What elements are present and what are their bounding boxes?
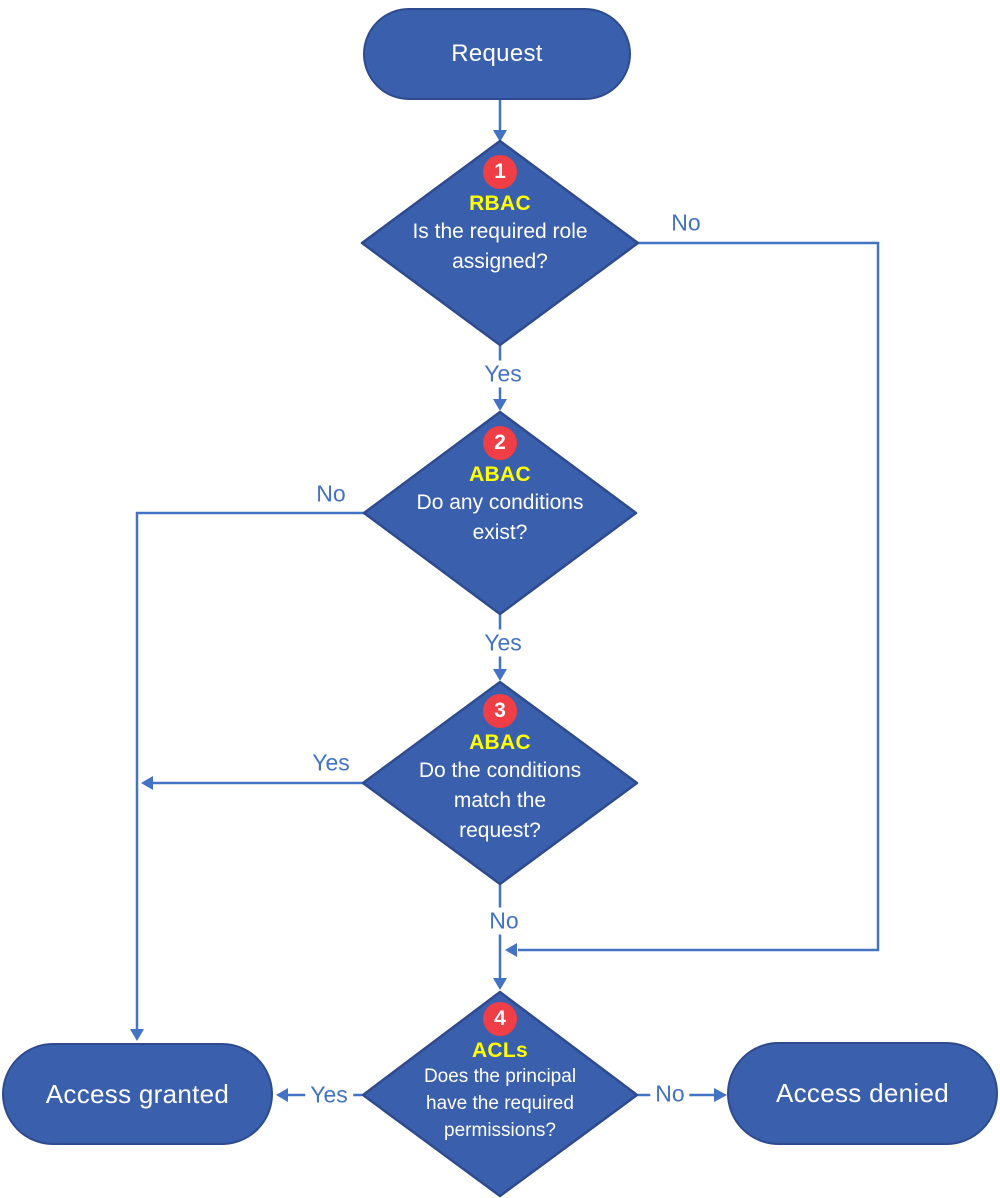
decision-1-question: Is the required role assigned?: [412, 220, 588, 273]
arrow-down-icon: [493, 978, 507, 990]
arrow-left-icon: [276, 1088, 288, 1102]
decision-2-content: 2 ABAC Do any conditions exist?: [360, 426, 640, 548]
step-number-badge: 3: [483, 694, 517, 728]
decision-3-diamond: [361, 680, 639, 886]
decision-1-content: 1 RBAC Is the required role assigned?: [360, 155, 640, 277]
edge-label-d3-yes: Yes: [312, 749, 350, 776]
step-number-badge: 1: [483, 155, 517, 189]
decision-3-tag: ABAC: [469, 731, 531, 754]
decision-4-question: Does the principal have the required per…: [423, 1066, 577, 1141]
edge-d2-no: [135, 511, 365, 1030]
arrow-left-icon: [141, 776, 153, 790]
edge-label-d4-no: No: [650, 1080, 690, 1108]
step-number-badge: 2: [483, 426, 517, 460]
arrow-right-icon: [714, 1088, 727, 1102]
arrow-down-icon: [130, 1029, 144, 1041]
step-number-badge: 4: [483, 1002, 517, 1036]
outcome-node-access-denied: Access denied: [727, 1042, 998, 1145]
arrow-down-icon: [493, 669, 507, 681]
edge-label-d1-no: No: [671, 209, 701, 236]
edge-d1-no: [518, 241, 880, 952]
edge-label-d3-no: No: [484, 907, 524, 935]
decision-1-diamond: [360, 139, 640, 347]
access-denied-label: Access denied: [775, 1078, 949, 1108]
decision-2-question: Do any conditions exist?: [416, 491, 584, 544]
edge-label-d1-yes: Yes: [479, 360, 527, 388]
decision-1-tag: RBAC: [469, 192, 531, 215]
decision-4-diamond: [361, 990, 639, 1198]
edge-label-d2-yes: Yes: [479, 629, 527, 657]
decision-4-content: 4 ACLs Does the principal have the requi…: [360, 1002, 640, 1145]
start-node-label: Request: [451, 40, 543, 67]
decision-2-tag: ABAC: [469, 463, 531, 486]
arrow-down-icon: [493, 130, 507, 142]
decision-3-question: Do the conditions match the request?: [418, 759, 582, 842]
edge-label-d4-yes: Yes: [305, 1081, 353, 1109]
arrow-down-icon: [493, 399, 507, 411]
arrow-left-icon: [505, 943, 517, 957]
edge-label-d2-no: No: [316, 480, 346, 507]
decision-2-diamond: [362, 410, 638, 616]
access-granted-label: Access granted: [45, 1078, 230, 1109]
start-node-request: Request: [363, 8, 631, 100]
decision-4-tag: ACLs: [471, 1039, 529, 1062]
outcome-node-access-granted: Access granted: [2, 1043, 273, 1145]
decision-3-content: 3 ABAC Do the conditions match the reque…: [360, 694, 640, 845]
